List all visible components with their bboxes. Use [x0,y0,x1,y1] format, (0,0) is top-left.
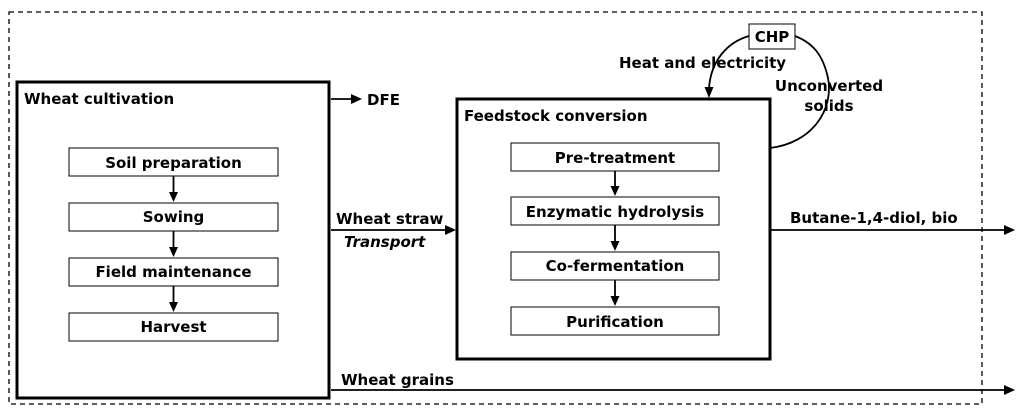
sowing-label: Sowing [143,208,205,226]
harvest-label: Harvest [140,318,206,336]
purification-step [510,306,720,336]
field-maintenance-step [68,257,279,287]
cultivation-step-arrow [169,286,178,312]
unconverted-solids-arrow [769,35,830,149]
feedstock-conversion-title: Feedstock conversion [464,107,648,125]
transport-label: Transport [344,233,426,251]
chp-label: CHP [755,28,790,46]
wheat-grains-arrow [331,385,1015,395]
unconverted-solids-label-line2: solids [804,97,853,115]
cultivation-step-arrow [169,231,178,257]
wheat-cultivation-group: Wheat cultivation Soil preparation Sowin… [15,80,331,400]
purification-label: Purification [566,313,664,331]
enzymatic-hydrolysis-label: Enzymatic hydrolysis [526,203,704,221]
unconverted-solids-label-line1: Unconverted [775,77,883,95]
co-fermentation-label: Co-fermentation [546,257,685,275]
wheat-straw-label: Wheat straw [336,210,444,228]
conversion-step-arrow [610,225,620,251]
dfe-arrow [331,94,362,104]
wheat-cultivation-title: Wheat cultivation [24,90,174,108]
wheat-straw-arrow [331,225,456,235]
product-arrow [771,225,1015,235]
soil-preparation-label: Soil preparation [105,154,242,172]
product-label: Butane-1,4-diol, bio [790,209,958,227]
heat-electricity-arrow [704,35,750,98]
conversion-step-arrow [610,280,620,306]
dfe-label: DFE [367,91,400,109]
chp-box [748,23,796,50]
cultivation-step-arrow [169,176,178,202]
system-boundary [8,11,983,405]
feedstock-conversion-group: Feedstock conversion Pre-treatment Enzym… [455,97,772,361]
conversion-step-arrow [610,171,620,196]
enzymatic-hydrolysis-step [510,196,720,226]
field-maintenance-label: Field maintenance [95,263,251,281]
soil-preparation-step [68,147,279,177]
heat-electricity-label: Heat and electricity [619,54,786,72]
harvest-step [68,312,279,342]
wheat-grains-label: Wheat grains [341,371,454,389]
pre-treatment-label: Pre-treatment [555,149,675,167]
co-fermentation-step [510,251,720,281]
